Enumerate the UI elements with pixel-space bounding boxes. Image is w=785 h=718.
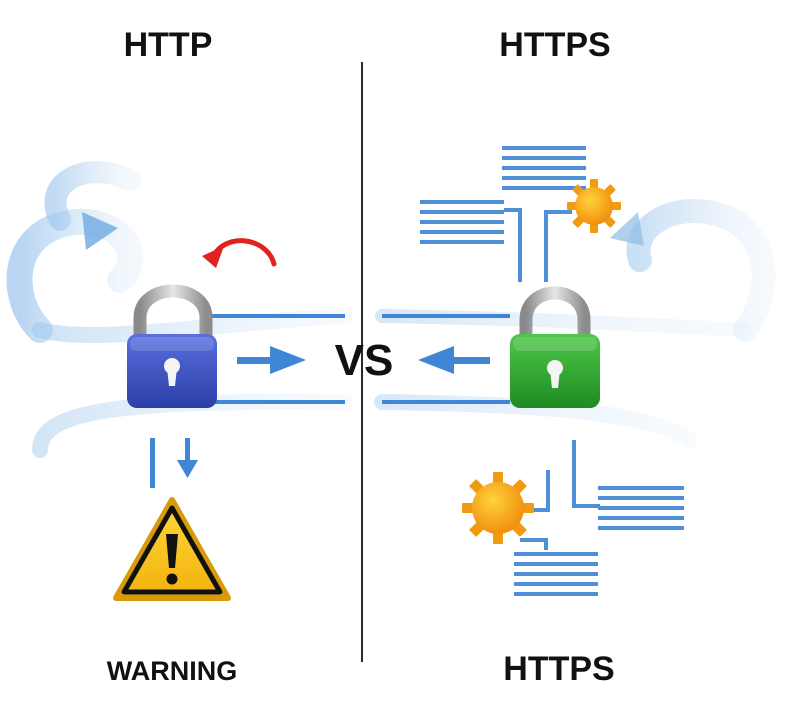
warning-label: WARNING — [106, 656, 238, 686]
gear-icon-bottom — [462, 472, 534, 544]
swirl-arrow-icon — [82, 212, 118, 250]
vs-label: VS — [334, 336, 394, 385]
https-title: HTTPS — [499, 26, 611, 64]
left-swirl-flows — [6, 161, 353, 458]
document-lines-icon-bottom — [514, 552, 598, 596]
document-lines-icon-left — [420, 200, 504, 244]
warning-triangle-icon — [113, 497, 231, 601]
arrow-left-icon — [418, 346, 490, 374]
circular-arrow-icon — [202, 238, 277, 268]
connector-lines-bottom — [520, 440, 600, 550]
gear-icon-top — [567, 179, 621, 233]
down-arrows-icon — [150, 438, 198, 488]
https-status-label: HTTPS — [503, 650, 615, 688]
http-title: HTTP — [123, 26, 213, 64]
arrow-right-icon — [237, 346, 306, 374]
swirl-arrow-icon-right — [610, 212, 644, 246]
document-lines-icon-right — [598, 486, 684, 530]
padlock-icon-https — [510, 286, 600, 408]
connector-lines-top — [504, 208, 572, 282]
padlock-icon-http — [127, 284, 217, 408]
document-lines-icon-top — [502, 146, 586, 190]
